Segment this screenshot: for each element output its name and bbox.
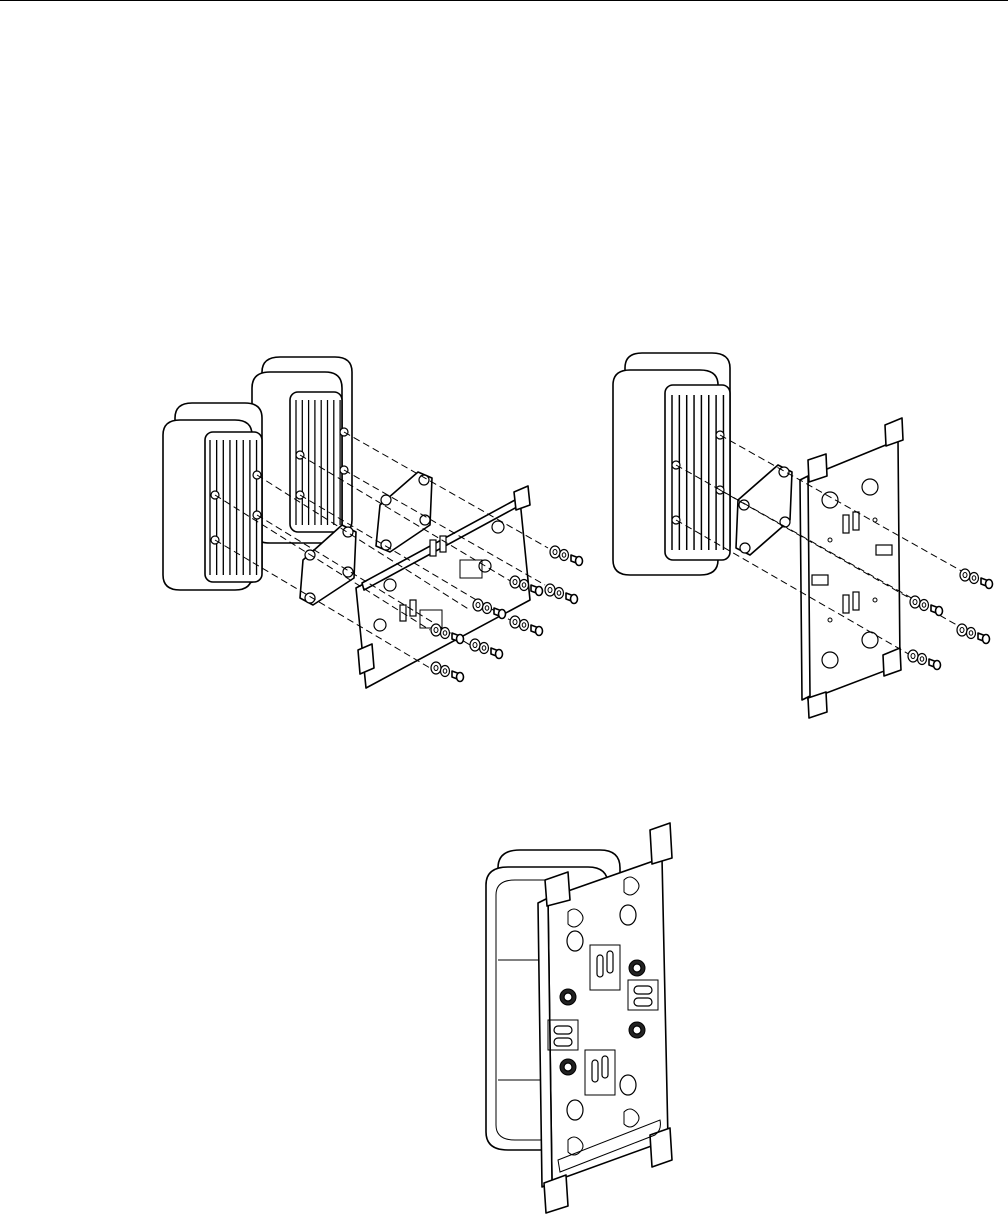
radio-unit-single [613,353,730,575]
mounting-bracket-assembled [538,823,672,1213]
panel-single-unit-exploded [613,353,993,718]
radio-unit-front [163,403,262,590]
panel-assembled-unit [486,823,672,1213]
panel-dual-unit-exploded [163,357,583,688]
radio-unit-rear [252,357,352,543]
adapter-plate-upper [376,472,432,552]
screw-set-single [908,569,993,670]
mounting-bracket-vertical [800,418,903,718]
adapter-plate-single [736,465,792,555]
